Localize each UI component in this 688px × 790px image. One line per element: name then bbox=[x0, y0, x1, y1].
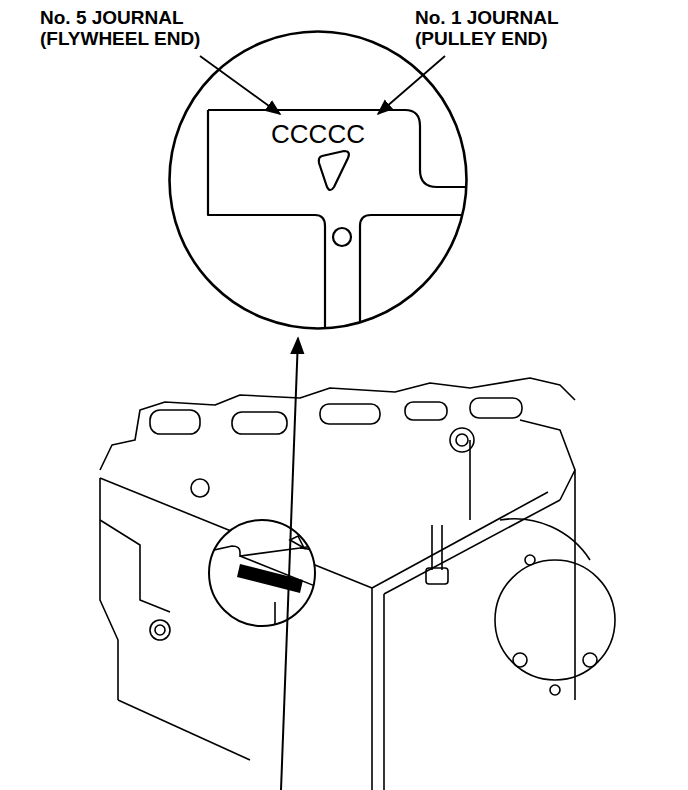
part-label: No. 1 JOURNAL (PULLEY END) bbox=[415, 8, 605, 50]
block-edge bbox=[469, 440, 471, 520]
bolt bbox=[432, 525, 442, 570]
bolt-hole bbox=[550, 685, 560, 695]
block-edge bbox=[371, 588, 373, 790]
block-edge bbox=[372, 492, 548, 588]
block-edge bbox=[329, 592, 331, 640]
magnifier-circle bbox=[170, 32, 467, 329]
block-edge bbox=[274, 602, 276, 640]
deck-opening bbox=[232, 412, 287, 434]
leader-arrow bbox=[200, 56, 280, 114]
code-stamp bbox=[237, 564, 303, 593]
casting-edge bbox=[208, 110, 475, 187]
bolt-hole bbox=[583, 653, 597, 667]
block-edge bbox=[383, 594, 385, 790]
pointer-arrow bbox=[281, 338, 298, 790]
casting-hole bbox=[319, 151, 349, 190]
zoom-detail bbox=[208, 110, 475, 340]
deck-hole bbox=[456, 434, 468, 446]
casting-hole bbox=[333, 228, 351, 246]
deck-opening bbox=[470, 398, 522, 418]
block-edge bbox=[100, 378, 575, 470]
magnified-view: CCCCC bbox=[168, 30, 468, 330]
bolt-head bbox=[426, 568, 448, 584]
deck-opening bbox=[405, 402, 447, 420]
block-edge bbox=[300, 548, 330, 592]
block-edge bbox=[520, 420, 575, 470]
engine-block bbox=[100, 378, 615, 790]
deck-hole bbox=[450, 428, 474, 452]
block-edge bbox=[317, 590, 319, 640]
deck-hole bbox=[155, 625, 165, 635]
part-label: No. 5 JOURNAL (FLYWHEEL END) bbox=[40, 8, 230, 50]
block-edge bbox=[100, 520, 170, 612]
block-edge bbox=[560, 470, 575, 700]
bolt-hole bbox=[525, 555, 535, 565]
deck-hole bbox=[150, 620, 170, 640]
marking-detail bbox=[205, 536, 330, 640]
outline bbox=[168, 30, 468, 330]
block-edge bbox=[384, 500, 560, 594]
bore bbox=[495, 560, 615, 680]
deck-opening bbox=[320, 404, 380, 424]
block-edge bbox=[290, 536, 304, 548]
block-edge bbox=[500, 519, 590, 560]
marking-circle bbox=[209, 520, 315, 626]
deck-hole bbox=[191, 479, 209, 497]
journal-code: CCCCC bbox=[271, 120, 365, 150]
bolt-hole bbox=[513, 653, 527, 667]
deck-opening bbox=[150, 410, 200, 434]
block-edge bbox=[118, 700, 250, 760]
bolt-hole bbox=[310, 539, 322, 551]
block-edge bbox=[100, 478, 118, 700]
